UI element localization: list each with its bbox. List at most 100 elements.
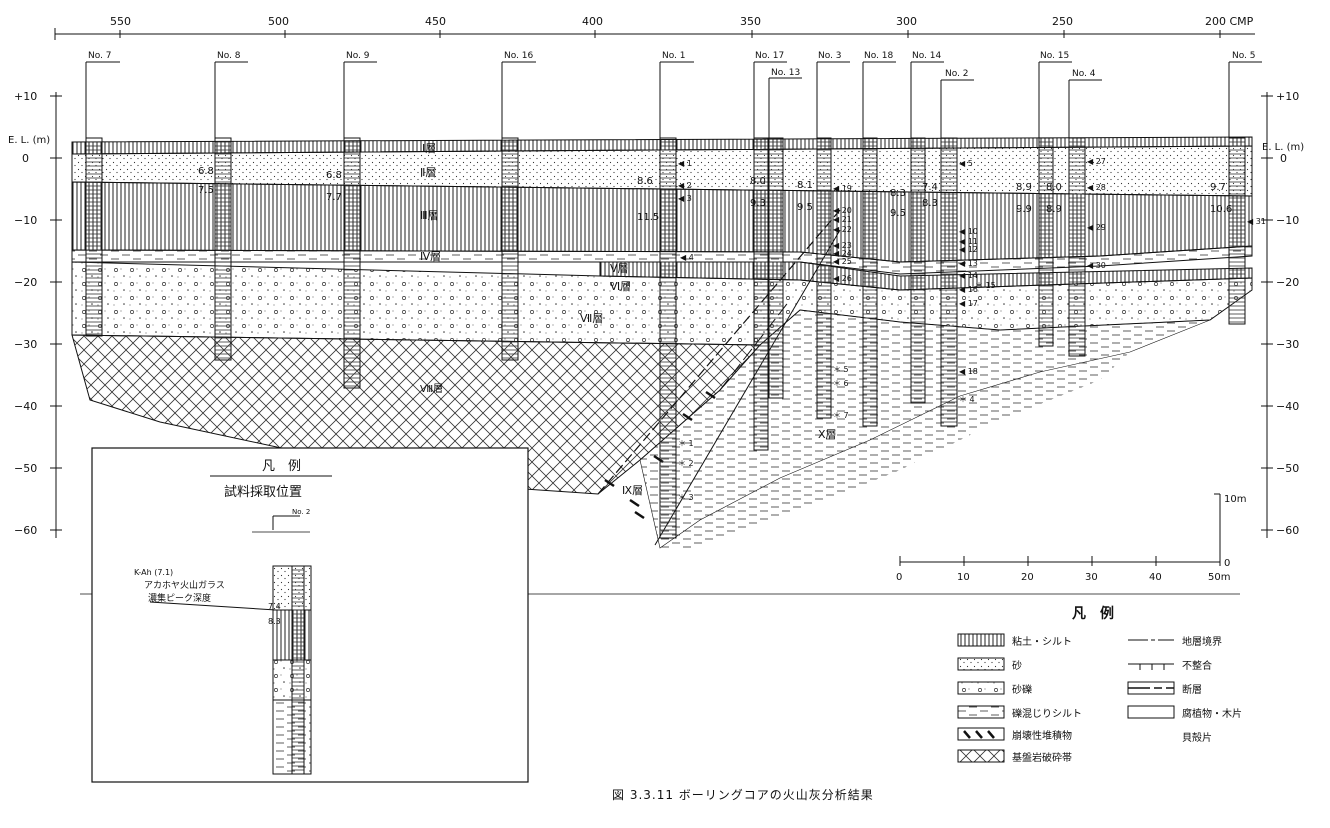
core-no2: [940, 137, 958, 427]
depth-value: 6.8: [198, 166, 214, 177]
right-depth-axis: [1261, 92, 1273, 538]
inset-value: 8.3: [268, 617, 281, 626]
depth-value: 7.4: [922, 182, 938, 193]
core-no4: [1068, 137, 1086, 357]
left-depth-axis: [50, 92, 62, 538]
legend-item-gravel: 砂礫: [1012, 683, 1032, 696]
left-depth-0: 0: [22, 152, 29, 165]
borehole-label-no16: No. 16: [504, 51, 534, 61]
core-no16: [501, 137, 519, 361]
legend-collapse-ticks: [963, 730, 995, 739]
legend-line-unconformity: 不整合: [1182, 659, 1212, 672]
legend-swatch-sand: [957, 657, 1005, 671]
layer-label-6: Ⅵ層: [610, 280, 631, 293]
sample-mark: ◀ 31: [1247, 217, 1266, 226]
sample-mark: ◀ 29: [1087, 223, 1106, 232]
scale-bar-h-40: 40: [1149, 572, 1162, 583]
inset-subtitle: 試料採取位置: [224, 484, 302, 500]
scale-bar-h-0: 0: [896, 572, 902, 583]
left-depth-m40: −40: [14, 400, 37, 413]
right-depth-m20: −20: [1276, 276, 1299, 289]
borehole-label-no14: No. 14: [912, 51, 942, 61]
depth-value: 6.8: [326, 170, 342, 181]
sample-mark: ◀ 28: [1087, 183, 1106, 192]
scale-bar-h-50m: 50m: [1208, 572, 1230, 583]
left-depth-unit: E. L. (m): [8, 135, 50, 146]
depth-value: 7.5: [198, 185, 214, 196]
legend-item-shell: 貝殻片: [1182, 731, 1212, 744]
left-depth-m30: −30: [14, 338, 37, 351]
right-depth-m30: −30: [1276, 338, 1299, 351]
sample-mark: ＊ 15: [975, 281, 996, 290]
depth-value: 9.9: [1016, 204, 1032, 215]
tick-200-cmp: 200 CMP: [1205, 15, 1254, 28]
inset-value: 7.4: [268, 602, 281, 611]
inset-leader-line: [149, 601, 277, 611]
legend-title: 凡 例: [1072, 605, 1114, 622]
legend-line-boundary: 地層境界: [1182, 635, 1222, 648]
depth-value: 11.5: [637, 212, 659, 223]
sample-mark: ◀ 18: [959, 367, 978, 376]
inset-note2: 濃集ピーク深度: [148, 592, 211, 604]
layer-label-5: Ⅴ層: [610, 262, 629, 275]
depth-value: 8.6: [637, 176, 653, 187]
scale-bar-h-30: 30: [1085, 572, 1098, 583]
borehole-label-no15: No. 15: [1040, 51, 1069, 61]
inset-title: 凡 例: [262, 459, 301, 474]
legend-swatch-gravel: [957, 681, 1005, 695]
sample-mark: ◀ 1: [678, 159, 692, 168]
sample-marks: ◀ 1 ◀ 2 ◀ 3 ◀ 4 ◀ 5 ◀ 19 ◀ 20 ◀ 21 ◀ 22 …: [678, 157, 1266, 502]
borehole-label-no2: No. 2: [945, 69, 969, 79]
layer-label-1: Ⅰ層: [422, 142, 436, 155]
sample-mark: ◀ 16: [959, 285, 978, 294]
sample-mark: ◀ 26: [833, 274, 852, 283]
tick-500: 500: [268, 15, 289, 28]
scale-bar-h-10: 10: [957, 572, 970, 583]
sample-mark: ＊ 7: [833, 411, 849, 420]
core-no8: [214, 137, 232, 361]
sample-mark: ◀ 20: [833, 206, 852, 215]
right-depth-unit: E. L. (m): [1262, 142, 1304, 153]
scale-bar: [899, 493, 1221, 566]
layer-label-2: Ⅱ層: [420, 166, 436, 179]
borehole-label-no18: No. 18: [864, 51, 894, 61]
core-no1: [659, 137, 677, 539]
right-depth-0: 0: [1280, 152, 1287, 165]
core-no5: [1228, 137, 1246, 325]
legend-item-clay: 粘土・シルト: [1012, 635, 1072, 648]
inset-kah: K-Ah (7.1): [134, 568, 173, 577]
left-depth-m50: −50: [14, 462, 37, 475]
sample-mark: ◀ 22: [833, 225, 852, 234]
sample-mark: ◀ 2: [678, 181, 692, 190]
inset-core-column: [291, 565, 305, 775]
borehole-label-no9: No. 9: [346, 51, 370, 61]
scale-bar-0-vertical: 0: [1224, 558, 1230, 569]
layer-label-3: Ⅲ層: [420, 209, 439, 222]
sample-mark: ◀ 30: [1087, 261, 1106, 270]
layer-label-10: Ⅹ層: [818, 428, 837, 441]
depth-value: 8.3: [922, 198, 938, 209]
core-no9: [343, 137, 361, 389]
sample-mark: ◀ 23: [833, 241, 852, 250]
sample-mark: ◀ 21: [833, 215, 852, 224]
layer-10-silt-lower: [660, 352, 1130, 548]
depth-value: 9.7: [1210, 182, 1226, 193]
legend-line-samples: [1128, 639, 1174, 689]
legend-item-sand: 砂: [1012, 659, 1022, 672]
borehole-label-no5: No. 5: [1232, 51, 1256, 61]
sample-mark: ◀ 5: [959, 159, 973, 168]
core-no15: [1038, 137, 1054, 347]
layer-label-8: Ⅷ層: [420, 383, 443, 395]
legend-swatch-silt: [957, 705, 1005, 719]
core-no17: [753, 137, 769, 451]
depth-value: 8.3: [890, 188, 906, 199]
depth-values: 6.8 7.5 6.8 7.7 8.6 11.5 8.0 9.3 8.1 9.5…: [198, 166, 1232, 223]
sample-mark: ◀ 3: [678, 194, 692, 203]
borehole-label-no17: No. 17: [755, 51, 784, 61]
sample-mark: ◀ 19: [833, 184, 852, 193]
right-depth-m40: −40: [1276, 400, 1299, 413]
depth-value: 9.5: [797, 202, 813, 213]
borehole-label-no7: No. 7: [88, 51, 112, 61]
right-depth-m50: −50: [1276, 462, 1299, 475]
